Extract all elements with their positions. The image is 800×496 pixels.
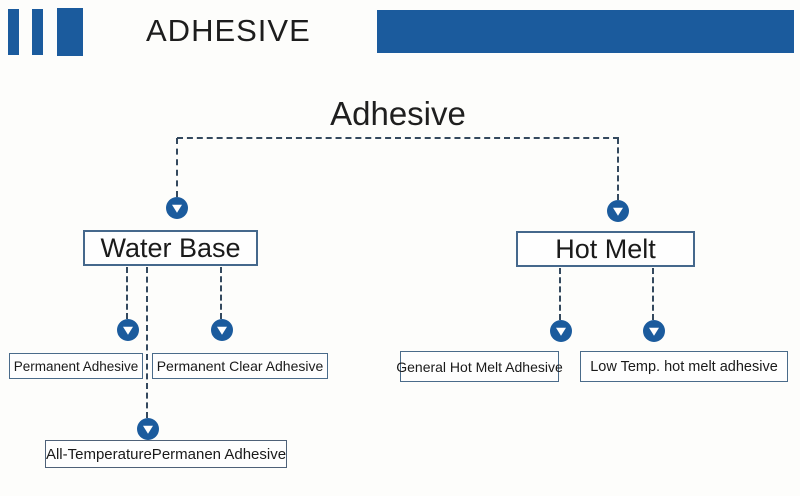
root-node-label: Adhesive	[330, 95, 466, 132]
arrow-down-marker-icon	[550, 320, 572, 342]
arrow-down-marker-icon	[211, 319, 233, 341]
header-title: ADHESIVE	[146, 13, 311, 48]
arrow-down-marker-icon	[607, 200, 629, 222]
arrow-down-marker-icon	[137, 418, 159, 440]
triangle-down-icon	[172, 204, 182, 213]
connector-vertical-to-permanent-clear	[220, 267, 222, 319]
connector-vertical-to-all-temperature	[146, 267, 148, 418]
triangle-down-icon	[217, 326, 227, 335]
triangle-down-icon	[556, 327, 566, 336]
brand-bar-icon	[57, 8, 83, 56]
connector-vertical-to-permanent-adhesive	[126, 267, 128, 319]
triangle-down-icon	[123, 326, 133, 335]
arrow-down-marker-icon	[117, 319, 139, 341]
node-general-hot-melt-adhesive: General Hot Melt Adhesive	[396, 351, 563, 382]
connector-horizontal-root	[177, 137, 619, 139]
connector-vertical-to-water-base	[176, 138, 178, 197]
triangle-down-icon	[649, 327, 659, 336]
connector-vertical-to-general-hot-melt	[559, 268, 561, 320]
brand-bar-icon	[8, 9, 19, 55]
connector-vertical-to-low-temp	[652, 268, 654, 320]
arrow-down-marker-icon	[643, 320, 665, 342]
node-all-temperature-permanent-adhesive: All-TemperaturePermanen Adhesive	[45, 440, 287, 468]
node-permanent-clear-adhesive: Permanent Clear Adhesive	[152, 353, 328, 379]
brand-bar-icon	[32, 9, 43, 55]
node-permanent-adhesive: Permanent Adhesive	[9, 353, 143, 379]
node-hot-melt: Hot Melt	[516, 231, 695, 267]
node-low-temp-hot-melt-adhesive: Low Temp. hot melt adhesive	[580, 351, 788, 382]
header-accent-bar	[377, 10, 794, 53]
arrow-down-marker-icon	[166, 197, 188, 219]
node-water-base: Water Base	[83, 230, 258, 266]
triangle-down-icon	[613, 207, 623, 216]
triangle-down-icon	[143, 425, 153, 434]
connector-vertical-to-hot-melt	[617, 138, 619, 200]
